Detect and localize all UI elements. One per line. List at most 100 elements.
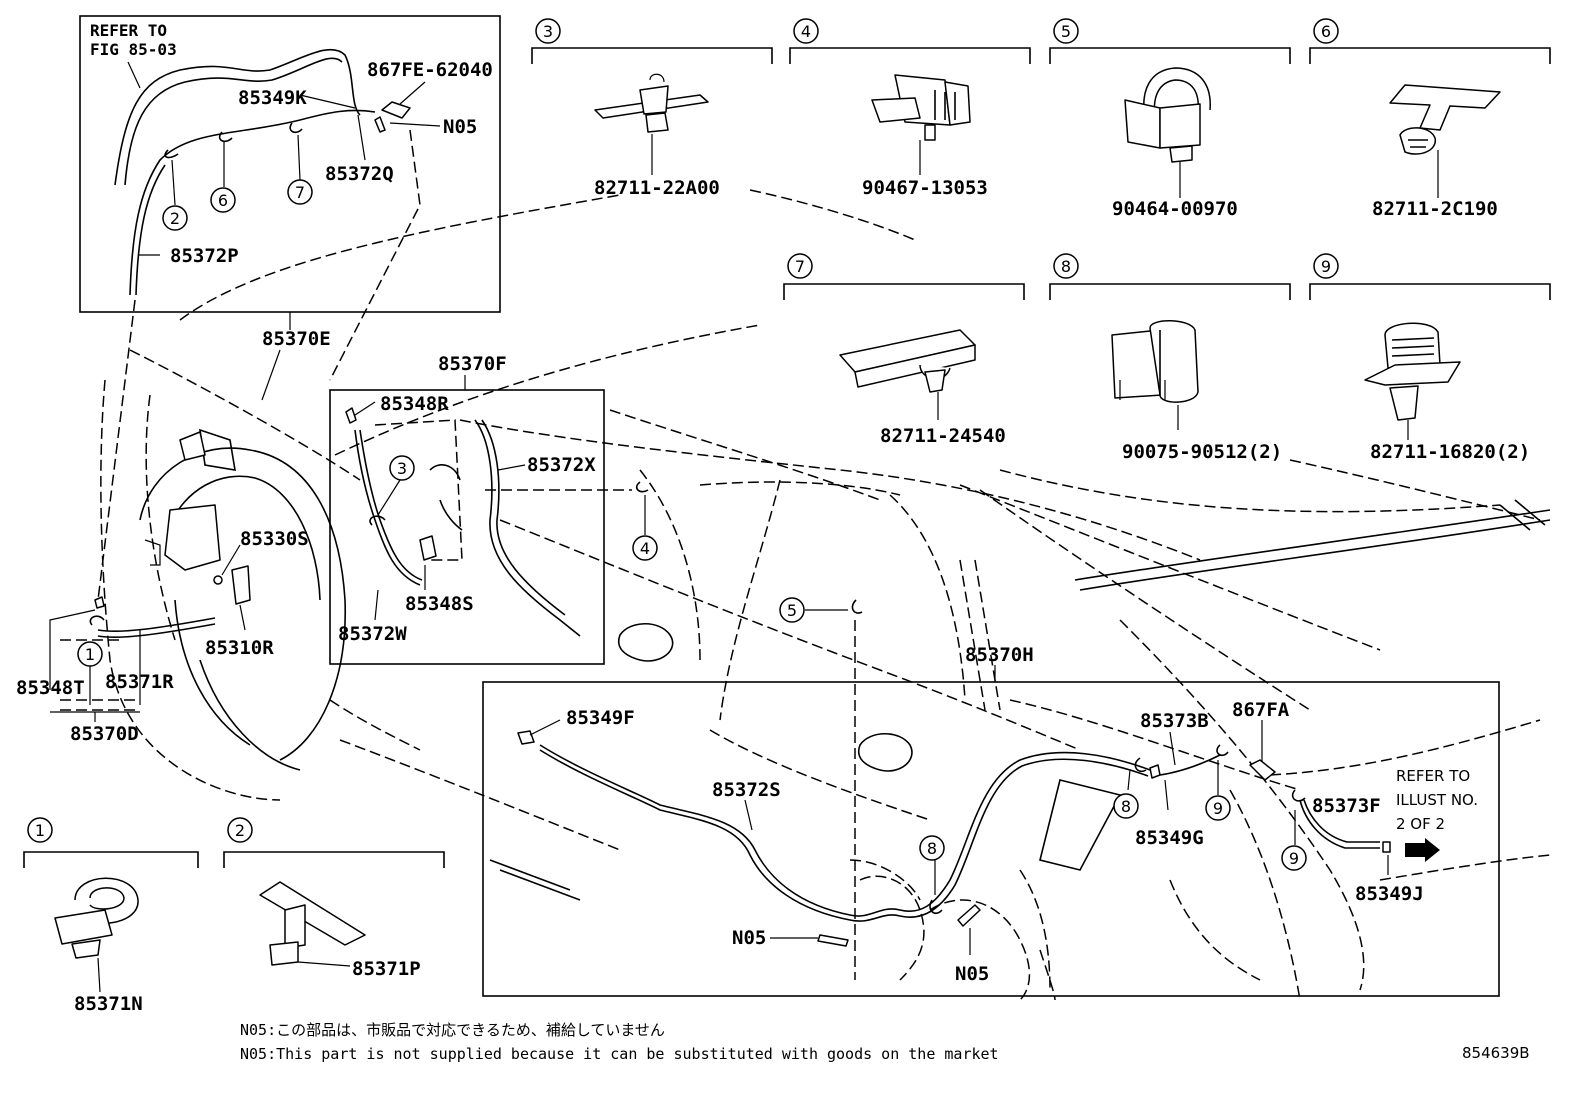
clip-6-drawing (1389, 84, 1501, 198)
clip-5-drawing (1124, 67, 1211, 198)
leader-85370E-right (329, 129, 421, 381)
label-85372S: 85372S (712, 779, 781, 801)
clip-4-part-number: 90467-13053 (862, 177, 988, 199)
label-85372X: 85372X (527, 454, 596, 476)
note-english: N05:This part is not supplied because it… (240, 1045, 999, 1063)
clip-8-part-number: 90075-90512(2) (1122, 441, 1282, 463)
svg-text:7: 7 (295, 183, 305, 202)
svg-text:4: 4 (801, 22, 811, 41)
label-867FA: 867FA (1232, 699, 1290, 721)
label-85370D: 85370D (70, 723, 139, 745)
callout-circle-4-car: 4 (632, 535, 658, 561)
svg-text:7: 7 (795, 257, 805, 276)
clip-header-7: 7 (783, 253, 1025, 300)
svg-text:4: 4 (640, 539, 650, 558)
label-n05-mid: N05 (732, 927, 766, 949)
label-85349F: 85349F (566, 707, 635, 729)
callout-circle-5-car: 5 (779, 597, 805, 623)
label-85348T: 85348T (16, 677, 85, 699)
label-85371R: 85371R (105, 671, 174, 693)
callout-circle-9-box-b: 9 (1281, 845, 1307, 871)
callout-circle-9-box-a: 9 (1205, 795, 1231, 821)
label-85348S: 85348S (405, 593, 474, 615)
label-85349J: 85349J (1355, 883, 1424, 905)
svg-text:9: 9 (1213, 799, 1223, 818)
callout-circle-3-box: 3 (389, 455, 415, 481)
svg-text:1: 1 (85, 645, 95, 664)
refer-illust-line3: 2 OF 2 (1396, 815, 1445, 833)
refer-illust-line1: REFER TO (1396, 767, 1470, 785)
svg-text:9: 9 (1289, 849, 1299, 868)
label-867FE-62040: 867FE-62040 (367, 59, 493, 81)
clip-3-part-number: 82711-22A00 (594, 177, 720, 199)
clip-header-2: 2 (223, 817, 445, 868)
clip-4-drawing (871, 74, 971, 175)
clip-header-1: 1 (23, 817, 199, 868)
svg-text:2: 2 (170, 209, 180, 228)
clip-1-part-number: 85371N (74, 993, 143, 1015)
clip-header-6: 6 (1309, 18, 1551, 64)
clip-1-drawing (54, 877, 139, 993)
front-wheel-arch (139, 431, 346, 771)
svg-text:8: 8 (927, 839, 937, 858)
clip-5-part-number: 90464-00970 (1112, 198, 1238, 220)
diagram-code: 854639B (1462, 1044, 1530, 1062)
svg-text:1: 1 (35, 821, 45, 840)
note-japanese: N05:この部品は、市販品で対応できるため、補給していません (240, 1021, 665, 1039)
detail-box-85370E: REFER TO FIG 85-03 867FE-62040 85349K N0… (79, 15, 501, 313)
callout-circle-8-box-b: 8 (1113, 793, 1139, 819)
detail-box-85370F: 85370F 85348R 3 85372X 85348S 85372W (329, 353, 605, 665)
clip-9-part-number: 82711-16820(2) (1370, 441, 1530, 463)
label-85348R: 85348R (380, 393, 449, 415)
svg-text:3: 3 (397, 459, 407, 478)
clip-header-4: 4 (789, 18, 1031, 64)
label-85330S: 85330S (240, 528, 309, 550)
label-85349K: 85349K (238, 87, 307, 109)
callout-circle-7: 7 (287, 179, 313, 205)
label-85372P: 85372P (170, 245, 239, 267)
svg-text:2: 2 (235, 821, 245, 840)
callout-circle-1-car: 1 (77, 641, 103, 667)
clip-6-part-number: 82711-2C190 (1372, 198, 1498, 220)
label-85370H: 85370H (965, 644, 1034, 666)
clip-7-drawing (839, 329, 976, 420)
svg-text:8: 8 (1061, 257, 1071, 276)
label-85349G: 85349G (1135, 827, 1204, 849)
label-85373F: 85373F (1312, 795, 1381, 817)
washer-area: 85330S 85310R 1 85348T 85371R 85370D (16, 528, 309, 745)
clip-9-drawing (1364, 322, 1461, 440)
refer-fig-line1: REFER TO (90, 21, 167, 40)
label-85372Q: 85372Q (325, 163, 394, 185)
svg-text:3: 3 (543, 22, 553, 41)
clip-header-8: 8 (1049, 253, 1291, 300)
detail-box-85370H: 85349F 85372S 8 8 85373B 9 85349G 867FA (482, 681, 1500, 997)
refer-illust-line2: ILLUST NO. (1396, 791, 1478, 809)
label-85372W: 85372W (338, 623, 407, 645)
arrow-right-icon (1405, 838, 1440, 862)
clip-2-drawing (259, 881, 366, 967)
clip-header-3: 3 (531, 18, 773, 64)
svg-text:5: 5 (1061, 22, 1071, 41)
callout-circle-6: 6 (210, 187, 236, 213)
label-85373B: 85373B (1140, 710, 1209, 732)
label-85370F: 85370F (438, 353, 507, 375)
label-n05-low: N05 (955, 963, 989, 985)
svg-text:9: 9 (1321, 257, 1331, 276)
clip-header-9: 9 (1309, 253, 1551, 300)
label-85310R: 85310R (205, 637, 274, 659)
clip-7-part-number: 82711-24540 (880, 425, 1006, 447)
svg-text:8: 8 (1121, 797, 1131, 816)
clip-header-5: 5 (1049, 18, 1291, 64)
clip-3-drawing (594, 73, 709, 175)
leader-85370E-left (97, 299, 136, 601)
clip-8-drawing (1111, 320, 1199, 430)
callout-circle-2: 2 (162, 205, 188, 231)
svg-text:6: 6 (218, 191, 228, 210)
svg-text:5: 5 (787, 601, 797, 620)
svg-text:6: 6 (1321, 22, 1331, 41)
refer-fig-line2: FIG 85-03 (90, 40, 177, 59)
callout-circle-8-box-a: 8 (919, 835, 945, 861)
clip-2-part-number: 85371P (352, 958, 421, 980)
label-85370E: 85370E (262, 328, 331, 350)
